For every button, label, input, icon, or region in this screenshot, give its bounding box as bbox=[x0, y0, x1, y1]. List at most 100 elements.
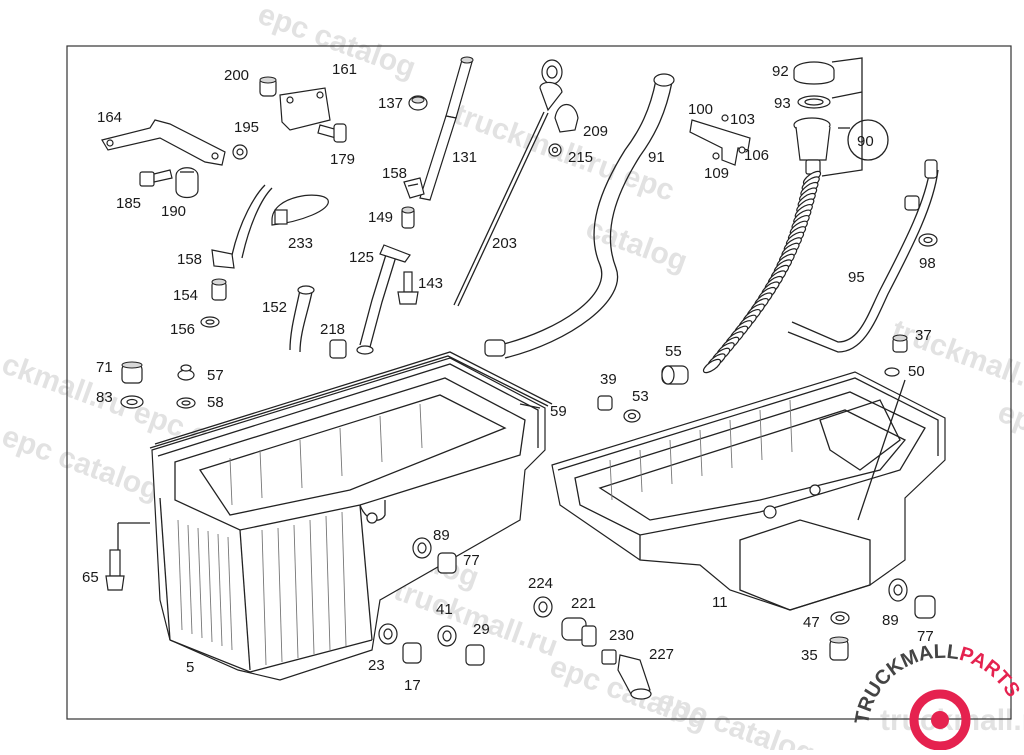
part-152[interactable] bbox=[289, 285, 315, 353]
part-95-tube[interactable] bbox=[787, 159, 939, 353]
part-label-195[interactable]: 195 bbox=[234, 119, 259, 136]
part-label-98[interactable]: 98 bbox=[919, 255, 936, 272]
part-221[interactable] bbox=[561, 617, 597, 647]
part-label-203[interactable]: 203 bbox=[492, 235, 517, 252]
part-label-215[interactable]: 215 bbox=[568, 149, 593, 166]
part-label-149[interactable]: 149 bbox=[368, 209, 393, 226]
part-label-5[interactable]: 5 bbox=[186, 659, 194, 676]
part-125-tube[interactable] bbox=[356, 244, 411, 355]
part-218[interactable] bbox=[329, 339, 347, 359]
part-label-50[interactable]: 50 bbox=[908, 363, 925, 380]
part-233-strap[interactable] bbox=[271, 194, 329, 226]
part-55[interactable] bbox=[661, 365, 689, 385]
part-200[interactable] bbox=[259, 76, 277, 97]
part-37[interactable] bbox=[892, 334, 908, 353]
part-label-29[interactable]: 29 bbox=[473, 621, 490, 638]
part-230[interactable] bbox=[601, 649, 617, 665]
part-label-58[interactable]: 58 bbox=[207, 394, 224, 411]
gasket-59[interactable] bbox=[149, 351, 553, 449]
part-label-152[interactable]: 152 bbox=[262, 299, 287, 316]
part-label-55[interactable]: 55 bbox=[665, 343, 682, 360]
part-label-221[interactable]: 221 bbox=[571, 595, 596, 612]
part-label-230[interactable]: 230 bbox=[609, 627, 634, 644]
part-label-109[interactable]: 109 bbox=[704, 165, 729, 182]
part-label-93[interactable]: 93 bbox=[774, 95, 791, 112]
part-106[interactable] bbox=[738, 146, 746, 154]
part-label-39[interactable]: 39 bbox=[600, 371, 617, 388]
part-label-164[interactable]: 164 bbox=[97, 109, 122, 126]
part-label-47[interactable]: 47 bbox=[803, 614, 820, 631]
part-89-right[interactable] bbox=[888, 578, 908, 602]
part-label-71[interactable]: 71 bbox=[96, 359, 113, 376]
part-29[interactable] bbox=[465, 644, 485, 666]
oil-pan-left[interactable] bbox=[151, 357, 546, 681]
part-190[interactable] bbox=[175, 167, 199, 199]
part-154[interactable] bbox=[211, 278, 227, 301]
part-227[interactable] bbox=[617, 654, 652, 700]
part-label-90[interactable]: 90 bbox=[857, 133, 874, 150]
part-label-233[interactable]: 233 bbox=[288, 235, 313, 252]
part-label-185[interactable]: 185 bbox=[116, 195, 141, 212]
part-158-clip-upper[interactable] bbox=[403, 177, 425, 199]
part-58[interactable] bbox=[176, 397, 196, 409]
part-161[interactable] bbox=[279, 87, 331, 131]
part-90-filler-neck[interactable] bbox=[793, 117, 831, 175]
corrugated-hose[interactable] bbox=[702, 169, 823, 375]
part-215[interactable] bbox=[548, 143, 562, 157]
part-label-158[interactable]: 158 bbox=[382, 165, 407, 182]
part-131-guide-tube[interactable] bbox=[419, 56, 474, 201]
part-77-right[interactable] bbox=[914, 595, 936, 619]
part-label-137[interactable]: 137 bbox=[378, 95, 403, 112]
part-label-77[interactable]: 77 bbox=[463, 552, 480, 569]
part-17[interactable] bbox=[402, 642, 422, 664]
part-label-200[interactable]: 200 bbox=[224, 67, 249, 84]
part-164[interactable] bbox=[101, 119, 226, 166]
part-35[interactable] bbox=[829, 636, 849, 661]
part-label-59[interactable]: 59 bbox=[550, 403, 567, 420]
part-50[interactable] bbox=[884, 367, 900, 377]
part-137[interactable] bbox=[408, 95, 428, 111]
part-label-17[interactable]: 17 bbox=[404, 677, 421, 694]
part-92-cap[interactable] bbox=[793, 61, 835, 85]
part-label-131[interactable]: 131 bbox=[452, 149, 477, 166]
part-label-57[interactable]: 57 bbox=[207, 367, 224, 384]
part-label-53[interactable]: 53 bbox=[632, 388, 649, 405]
part-label-95[interactable]: 95 bbox=[848, 269, 865, 286]
part-label-41[interactable]: 41 bbox=[436, 601, 453, 618]
part-label-143[interactable]: 143 bbox=[418, 275, 443, 292]
part-label-91[interactable]: 91 bbox=[648, 149, 665, 166]
part-47[interactable] bbox=[830, 611, 850, 625]
part-label-156[interactable]: 156 bbox=[170, 321, 195, 338]
part-label-190[interactable]: 190 bbox=[161, 203, 186, 220]
part-label-209[interactable]: 209 bbox=[583, 123, 608, 140]
part-label-218[interactable]: 218 bbox=[320, 321, 345, 338]
part-195[interactable] bbox=[232, 144, 248, 160]
part-103[interactable] bbox=[721, 114, 729, 122]
part-label-224[interactable]: 224 bbox=[528, 575, 553, 592]
part-109[interactable] bbox=[712, 152, 720, 160]
part-203-dipstick[interactable] bbox=[453, 59, 563, 307]
part-83[interactable] bbox=[120, 395, 144, 409]
part-77-left[interactable] bbox=[437, 552, 457, 574]
part-23[interactable] bbox=[378, 623, 398, 645]
part-label-92[interactable]: 92 bbox=[772, 63, 789, 80]
part-label-106[interactable]: 106 bbox=[744, 147, 769, 164]
part-label-35[interactable]: 35 bbox=[801, 647, 818, 664]
part-158-clip-lower[interactable] bbox=[211, 249, 235, 269]
part-label-23[interactable]: 23 bbox=[368, 657, 385, 674]
part-91-filler-pipe[interactable] bbox=[484, 73, 675, 359]
part-156[interactable] bbox=[200, 316, 220, 328]
part-label-83[interactable]: 83 bbox=[96, 389, 113, 406]
part-100-bracket[interactable] bbox=[689, 119, 751, 166]
part-39[interactable] bbox=[597, 395, 613, 411]
part-label-179[interactable]: 179 bbox=[330, 151, 355, 168]
part-89-left[interactable] bbox=[412, 537, 432, 559]
oil-pan-right[interactable] bbox=[551, 371, 946, 611]
part-41[interactable] bbox=[437, 625, 457, 647]
part-label-227[interactable]: 227 bbox=[649, 646, 674, 663]
part-label-154[interactable]: 154 bbox=[173, 287, 198, 304]
part-label-65[interactable]: 65 bbox=[82, 569, 99, 586]
part-179[interactable] bbox=[317, 123, 347, 143]
part-143-bolt[interactable] bbox=[397, 271, 419, 305]
part-185[interactable] bbox=[139, 169, 173, 187]
